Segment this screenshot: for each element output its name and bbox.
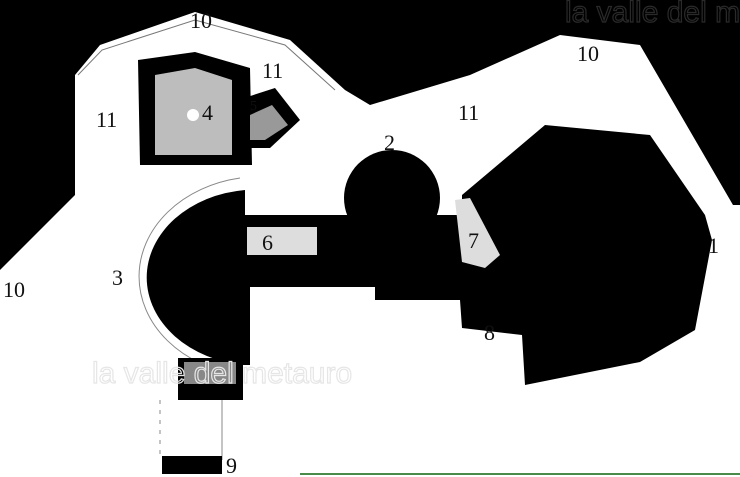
chapel-2: [344, 150, 440, 246]
stair-cells: [184, 362, 236, 384]
watermark-top: la valle del metauro: [565, 0, 740, 29]
room-6: [247, 227, 317, 255]
gate-9: [162, 456, 222, 474]
bastion-3: [146, 190, 245, 365]
label-6: 6: [262, 230, 273, 255]
bastion-3-core: [240, 285, 250, 365]
room-5-floor: [250, 105, 288, 140]
hall-center: [187, 109, 199, 121]
label-1: 1: [708, 233, 719, 258]
label-11-courtyard: 11: [458, 100, 479, 125]
label-9: 9: [226, 453, 237, 477]
label-10-top: 10: [190, 8, 212, 33]
label-8: 8: [484, 320, 495, 345]
label-10-left: 10: [3, 277, 25, 302]
watermark: la valle del metauro: [92, 357, 352, 390]
label-3: 3: [112, 265, 123, 290]
outer-mass: [0, 0, 740, 270]
label-4: 4: [202, 100, 213, 125]
label-7: 7: [468, 228, 479, 253]
east-bastion: [375, 125, 712, 385]
label-5: 5: [250, 99, 257, 114]
label-11-left: 11: [96, 107, 117, 132]
terrace-edge: [77, 19, 336, 91]
label-10-right: 10: [577, 41, 599, 66]
room-7: [455, 198, 500, 268]
label-2: 2: [384, 130, 395, 155]
label-11-top: 11: [262, 58, 283, 83]
